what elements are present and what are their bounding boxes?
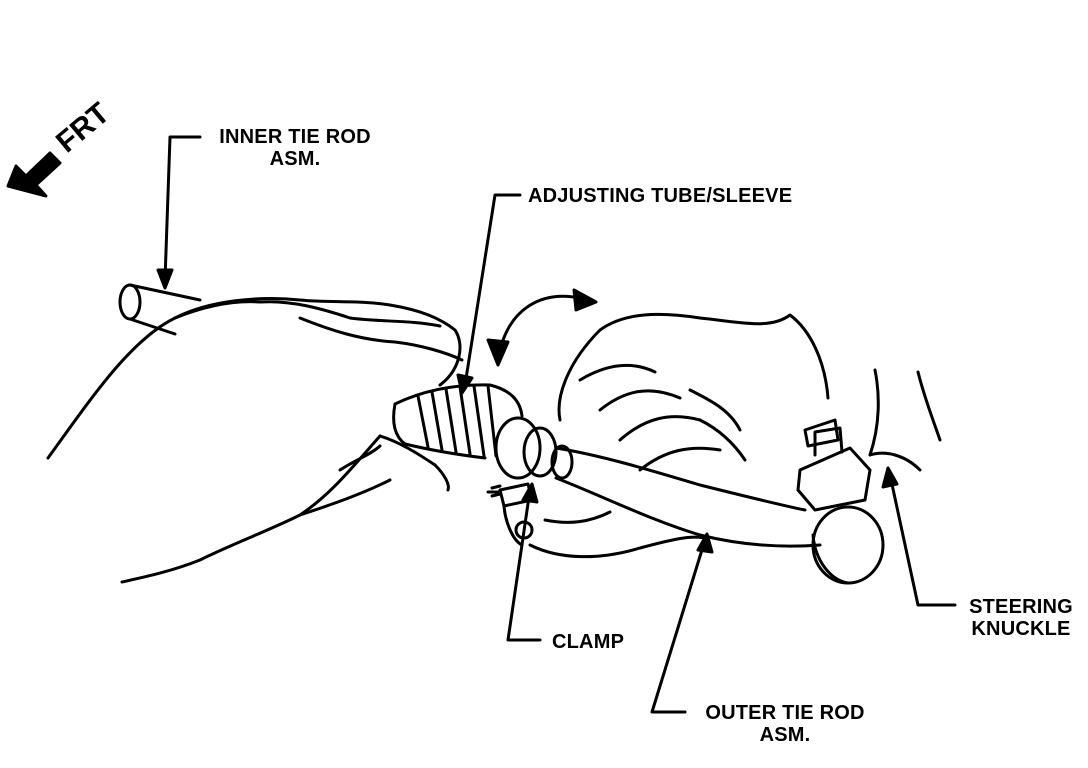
outer-tie-rod-label: OUTER TIE ROD ASM. (690, 702, 880, 746)
right-hand (528, 312, 830, 559)
inner-tie-rod-label-line1: INNER TIE ROD (219, 126, 371, 148)
steering-knuckle-label-line2: KNUCKLE (971, 618, 1071, 640)
rotation-arrow-icon (486, 288, 598, 367)
adjusting-tube (392, 383, 524, 460)
steering-knuckle-label-line1: STEERING (969, 596, 1073, 618)
steering-knuckle (868, 368, 942, 472)
leader-lines (156, 135, 957, 714)
clamp (486, 416, 558, 547)
inner-tie-rod-shaft (118, 283, 202, 336)
left-hand (46, 297, 464, 584)
inner-tie-rod-label: INNER TIE ROD ASM. (200, 126, 390, 170)
inner-tie-rod-label-line2: ASM. (269, 148, 321, 170)
outer-tie-rod-label-line2: ASM. (759, 724, 811, 746)
steering-knuckle-label: STEERING KNUCKLE (960, 596, 1082, 640)
tie-rod-end (796, 418, 885, 585)
clamp-label: CLAMP (552, 631, 625, 653)
outer-tie-rod-body (550, 444, 822, 548)
front-direction-arrow-icon (6, 151, 62, 198)
adjusting-tube-label: ADJUSTING TUBE/SLEEVE (528, 185, 793, 207)
outer-tie-rod-label-line1: OUTER TIE ROD (705, 702, 865, 724)
